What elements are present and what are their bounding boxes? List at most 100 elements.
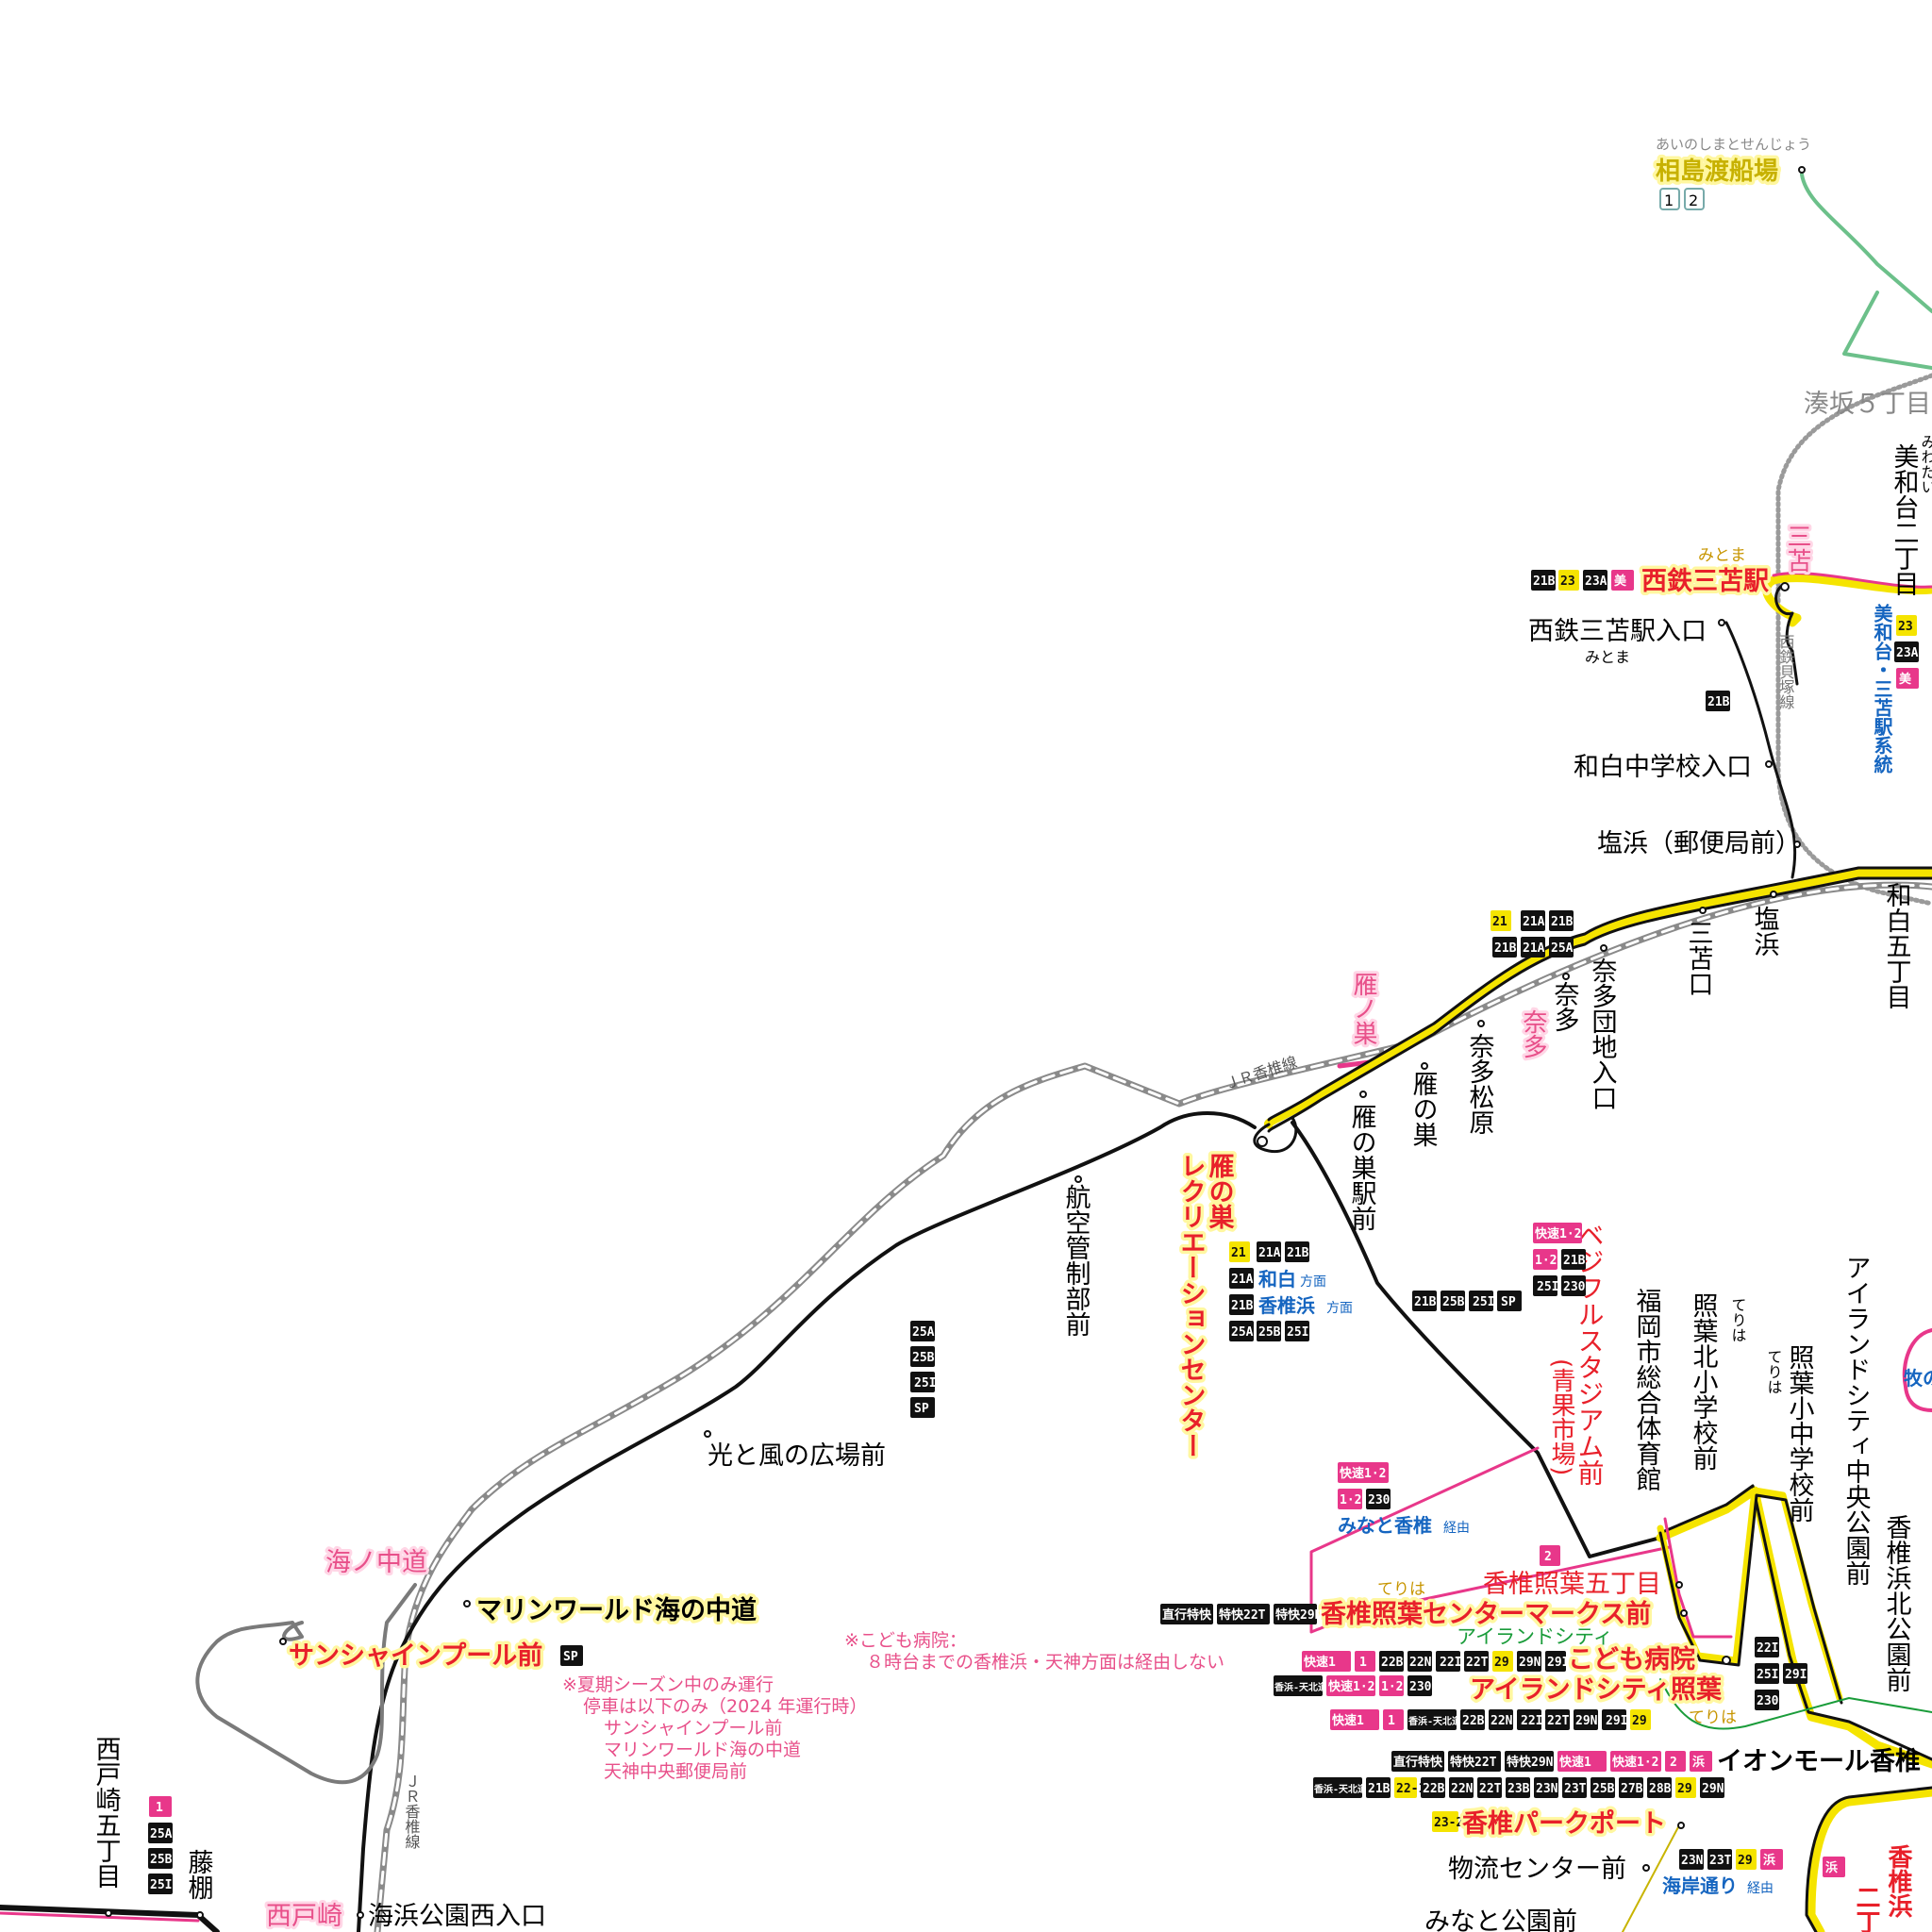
svg-text:29I: 29I xyxy=(1547,1656,1569,1670)
stop-dot-teriha5[interactable] xyxy=(1675,1581,1683,1589)
teriha-shouchu-reading: てりは xyxy=(1765,1349,1783,1394)
svg-text:22T: 22T xyxy=(1547,1714,1570,1728)
stop-dot-kaihin-west[interactable] xyxy=(357,1911,364,1919)
stop-dot-sanbonmatsu-guchi[interactable] xyxy=(1699,907,1707,914)
kaizuka-line-label: 西鉄貝塚線 xyxy=(1777,634,1795,709)
mitoma-route-badges: 21B 23 23A 美 xyxy=(1531,570,1634,591)
sunshine-pool-label: サンシャインプール前 xyxy=(289,1641,542,1671)
svg-text:25I: 25I xyxy=(1287,1325,1308,1340)
svg-text:21A: 21A xyxy=(1523,941,1545,956)
svg-text:23N: 23N xyxy=(1681,1854,1704,1868)
stop-dot-kouku[interactable] xyxy=(1074,1175,1082,1183)
stop-dot-wajiro-jhs[interactable] xyxy=(1765,760,1773,768)
stop-dot-nata[interactable] xyxy=(1562,973,1570,980)
stop-dot-hikari[interactable] xyxy=(704,1430,711,1438)
svg-text:22I: 22I xyxy=(1521,1714,1542,1728)
stop-dot-butsuryu[interactable] xyxy=(1642,1864,1650,1872)
svg-text:香浜-天北道: 香浜-天北道 xyxy=(1274,1681,1327,1693)
miwadai-reading: みわだい xyxy=(1919,434,1932,494)
labels: あいのしまとせんじょう 相島渡船場 1 2 湊坂５丁目 美和台二丁目 みわだい … xyxy=(92,136,1932,1932)
stop-dot-mitoma[interactable] xyxy=(1780,582,1790,591)
miwadai-badge-mi: 美 xyxy=(1899,672,1912,687)
route-21b-badge: 21B xyxy=(1706,691,1730,711)
svg-text:230: 230 xyxy=(1409,1680,1432,1694)
jr-kashii-label: ＪＲ香椎線 xyxy=(1222,1053,1299,1093)
teriha5-route-badges: 2 xyxy=(1540,1545,1560,1566)
stop-dot-mitoma-iriguchi[interactable] xyxy=(1718,619,1725,626)
miwadai-badge-23a: 23A xyxy=(1896,646,1919,660)
nata-matsubara-label: 奈多松原 xyxy=(1465,1033,1495,1135)
svg-text:SP: SP xyxy=(563,1650,578,1664)
aishima-reading: あいのしまとせんじょう xyxy=(1656,136,1811,153)
svg-text:21: 21 xyxy=(1492,915,1507,929)
summer-note-1: ※夏期シーズン中のみ運行 xyxy=(562,1674,774,1695)
stop-dot-shiohama-post[interactable] xyxy=(1793,841,1801,848)
umi-no-nakamichi-route xyxy=(357,1111,1257,1932)
saitozaki-route-pink xyxy=(0,1911,200,1923)
svg-text:28B: 28B xyxy=(1649,1782,1672,1796)
svg-text:25I: 25I xyxy=(1537,1280,1558,1294)
island-city-black-block xyxy=(1658,1484,1932,1761)
svg-text:快速1: 快速1 xyxy=(1304,1655,1336,1670)
miwadai-label: 美和台二丁目 xyxy=(1890,443,1920,596)
island-teriha-label: アイランドシティ照葉 xyxy=(1470,1675,1723,1705)
marks-reading: てりは xyxy=(1377,1580,1425,1599)
vegefull-route-badges: 快速1·2 1·2 21B 25I 230 xyxy=(1533,1223,1586,1296)
svg-text:快速1: 快速1 xyxy=(1559,1755,1591,1770)
svg-text:25A: 25A xyxy=(1551,941,1574,956)
svg-text:25B: 25B xyxy=(1442,1295,1465,1309)
nata-rail-label: 奈多 xyxy=(1519,1009,1547,1058)
jr-kashii-vertical-label: ＪＲ香椎線 xyxy=(403,1774,421,1849)
island-city-black-loop xyxy=(1658,1493,1843,1705)
mitoma-rail-label: 三苫 xyxy=(1783,524,1811,573)
kashiihama-houmen-sub: 方面 xyxy=(1326,1301,1353,1316)
island-city-label: アイランドシティ xyxy=(1457,1625,1613,1648)
stop-dot-sunshine[interactable] xyxy=(279,1638,287,1645)
stop-dot-marine-world[interactable] xyxy=(463,1600,471,1607)
svg-text:香浜-天北道: 香浜-天北道 xyxy=(1408,1715,1461,1727)
stop-dot-marks[interactable] xyxy=(1680,1609,1688,1617)
stop-dot-fujidana[interactable] xyxy=(196,1911,204,1919)
shiohama-post-label: 塩浜（郵便局前） xyxy=(1597,829,1801,858)
stop-dot-gannosu[interactable] xyxy=(1421,1062,1428,1070)
wajiro-jhs-label: 和白中学校入口 xyxy=(1574,753,1752,782)
stop-dot-rec[interactable] xyxy=(1257,1136,1268,1147)
svg-text:29: 29 xyxy=(1632,1714,1647,1728)
stop-dot-saitozaki5[interactable] xyxy=(105,1909,112,1917)
svg-text:25I: 25I xyxy=(1757,1668,1778,1682)
stop-dot-nata-matsubara[interactable] xyxy=(1477,1020,1485,1027)
stop-dot-nata-danchi[interactable] xyxy=(1600,944,1607,952)
minato-kashii-loop xyxy=(1309,1446,1672,1634)
kashiihama-kita-label: 香椎浜北公園前 xyxy=(1882,1514,1912,1692)
svg-text:25I: 25I xyxy=(150,1878,172,1892)
nata-route-badges: 21 21A 21B 21B 21A 25A xyxy=(1491,910,1574,958)
stop-dot-park-port[interactable] xyxy=(1677,1822,1685,1829)
kashiihama2-route-badges: 浜 xyxy=(1823,1857,1845,1877)
marine-world-label: マリンワールド海の中道 xyxy=(476,1595,757,1625)
svg-text:1·2: 1·2 xyxy=(1340,1493,1361,1507)
kaigan-route-badges: 23N 23T 29 浜 xyxy=(1679,1849,1783,1870)
kodomo-note-1: ※こども病院： xyxy=(844,1630,967,1651)
stop-dot-shiohama[interactable] xyxy=(1770,891,1777,898)
minato-park-label: みなと公園前 xyxy=(1424,1907,1577,1932)
stop-dot-kodomo[interactable] xyxy=(1722,1656,1731,1665)
svg-text:230: 230 xyxy=(1563,1280,1586,1294)
svg-text:29: 29 xyxy=(1677,1782,1692,1796)
svg-text:21B: 21B xyxy=(1287,1246,1309,1260)
ferry-route-branch xyxy=(1842,291,1932,370)
island-city-pink-inner xyxy=(1663,1517,1733,1639)
sunshine-pool-loop xyxy=(195,1583,417,1785)
svg-text:29: 29 xyxy=(1494,1656,1509,1670)
stop-dot-aishima[interactable] xyxy=(1798,166,1806,174)
kashiihama-houmen-main: 香椎浜 xyxy=(1258,1294,1315,1317)
svg-text:21A: 21A xyxy=(1523,915,1545,929)
svg-text:2: 2 xyxy=(1544,1550,1552,1564)
mitoma-inner-black xyxy=(1774,583,1799,686)
svg-text:29N: 29N xyxy=(1519,1656,1541,1670)
stop-dot-gannosu-eki[interactable] xyxy=(1359,1091,1367,1098)
kashiihama2-line1: 香椎浜 xyxy=(1884,1844,1912,1919)
svg-text:22-1: 22-1 xyxy=(1396,1782,1425,1796)
kaihin-west-label: 海浜公園西入口 xyxy=(368,1902,546,1931)
kouku-route-badges: 25A 25B 25I SP xyxy=(910,1321,936,1418)
svg-text:22B: 22B xyxy=(1423,1782,1445,1796)
